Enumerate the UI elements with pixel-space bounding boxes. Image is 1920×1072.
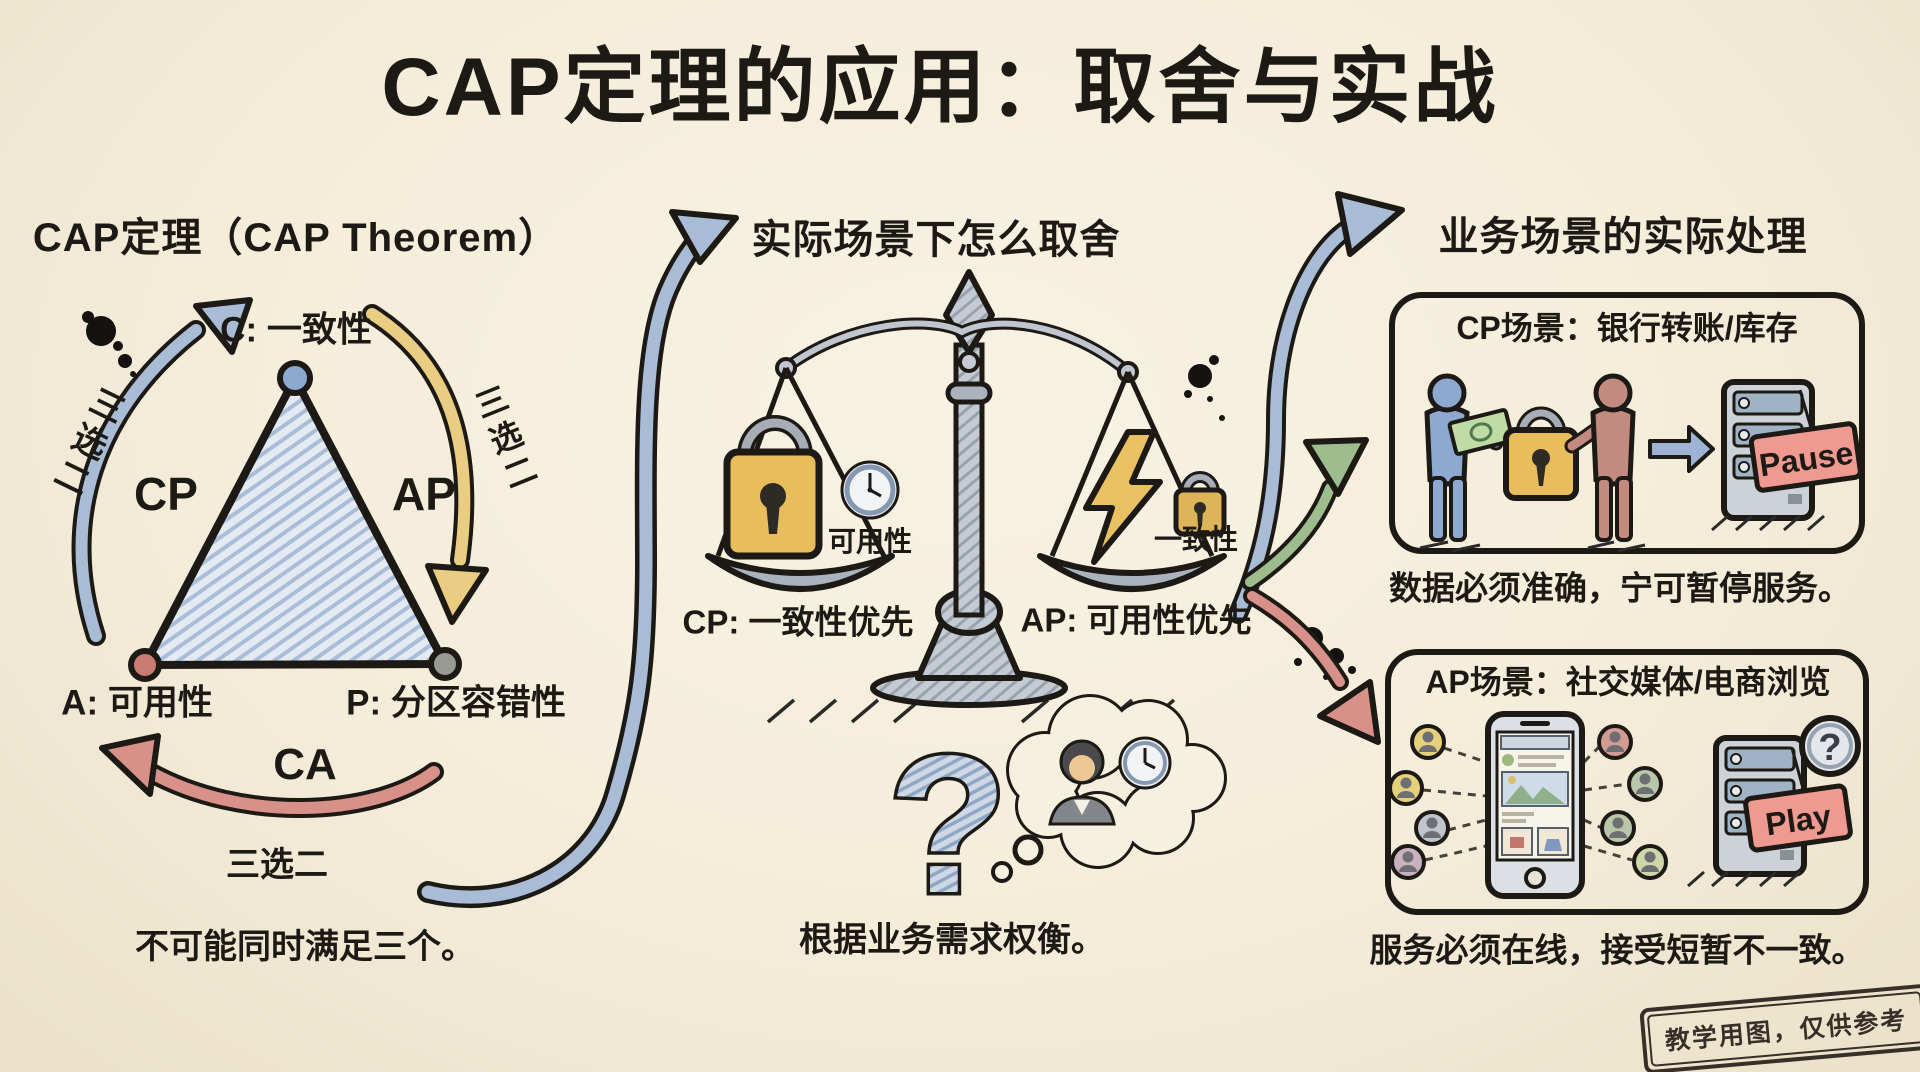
ca-label: CA xyxy=(273,740,337,789)
left-caption: 不可能同时满足三个。 xyxy=(135,928,475,966)
left-section-header: CAP定理（CAP Theorem） xyxy=(32,216,560,260)
person-blue-icon xyxy=(1424,373,1504,542)
vertex-availability xyxy=(128,648,162,682)
thought-bubble xyxy=(991,694,1227,883)
vertex-partition xyxy=(428,647,462,681)
cp-label: CP xyxy=(134,468,198,520)
ink-splat-middle xyxy=(1184,355,1225,421)
cp-card-title: CP场景：银行转账/库存 xyxy=(1456,310,1798,346)
cp-scenario-card: Pause xyxy=(1389,292,1865,554)
cp-card-caption: 数据必须准确，宁可暂停服务。 xyxy=(1389,569,1851,607)
flow-arrow-blue-to-right xyxy=(1228,191,1405,624)
left-pan xyxy=(705,553,895,592)
lock-icon xyxy=(1503,406,1579,501)
money-icon xyxy=(1447,408,1515,456)
ap-card-title: AP场景：社交媒体/电商浏览 xyxy=(1425,664,1831,700)
availability-vertex-label: A: 可用性 xyxy=(61,683,213,723)
availability-pan-label: 可用性 xyxy=(827,526,913,557)
right-pan xyxy=(1037,553,1227,592)
middle-section-header: 实际场景下怎么取舍 xyxy=(751,218,1121,262)
partition-vertex-label: P: 分区容错性 xyxy=(346,683,566,723)
flow-arrow-green-to-cp-card xyxy=(1241,437,1369,591)
ground-hatch xyxy=(1687,870,1801,888)
lightning-icon xyxy=(1083,429,1163,565)
ca-arc-arrow xyxy=(99,733,444,818)
arrow-right-icon xyxy=(1648,425,1715,473)
phone-icon xyxy=(1485,711,1585,899)
balance-scale xyxy=(705,269,1227,724)
lock-icon xyxy=(723,415,823,560)
cp-priority-label: CP: 一致性优先 xyxy=(682,603,914,641)
person-icon xyxy=(1048,739,1116,826)
page-title: CAP定理的应用：取舍与实战 xyxy=(381,42,1499,133)
ap-arc-arrow xyxy=(362,304,489,625)
right-section-header: 业务场景的实际处理 xyxy=(1438,215,1808,259)
middle-caption: 根据业务需求权衡。 xyxy=(799,921,1105,959)
ap-card-caption: 服务必须在线，接受短暂不一致。 xyxy=(1369,931,1865,969)
clock-icon xyxy=(840,460,900,520)
flow-arrow-to-middle xyxy=(417,209,739,909)
pick-two-bottom-label: 三选二 xyxy=(226,846,328,884)
cp-arc-arrow xyxy=(71,297,253,646)
network-links xyxy=(1422,744,1633,862)
vertex-consistency xyxy=(277,360,313,396)
ink-splat-topleft xyxy=(82,311,136,377)
play-sign: Play xyxy=(1743,783,1853,853)
ap-priority-label: AP: 可用性优先 xyxy=(1020,601,1252,639)
ground-hatch xyxy=(1419,514,1825,553)
avatar xyxy=(1388,724,1668,880)
small-lock-icon xyxy=(1173,471,1227,537)
question-badge: ? xyxy=(1818,727,1841,769)
person-red-icon xyxy=(1564,373,1636,542)
cap-triangle xyxy=(128,360,462,682)
flow-arrow-red-to-ap-card xyxy=(1243,587,1381,745)
ap-scenario-card: ? Play xyxy=(1385,649,1869,915)
pause-sign: Pause xyxy=(1748,421,1863,493)
question-mark-icon: ? xyxy=(888,715,1008,934)
consistency-pan-label: 一致性 xyxy=(1153,524,1239,555)
ap-label: AP xyxy=(392,468,456,520)
consistency-vertex-label: C: 一致性 xyxy=(220,310,372,350)
clock-icon xyxy=(1118,736,1172,790)
